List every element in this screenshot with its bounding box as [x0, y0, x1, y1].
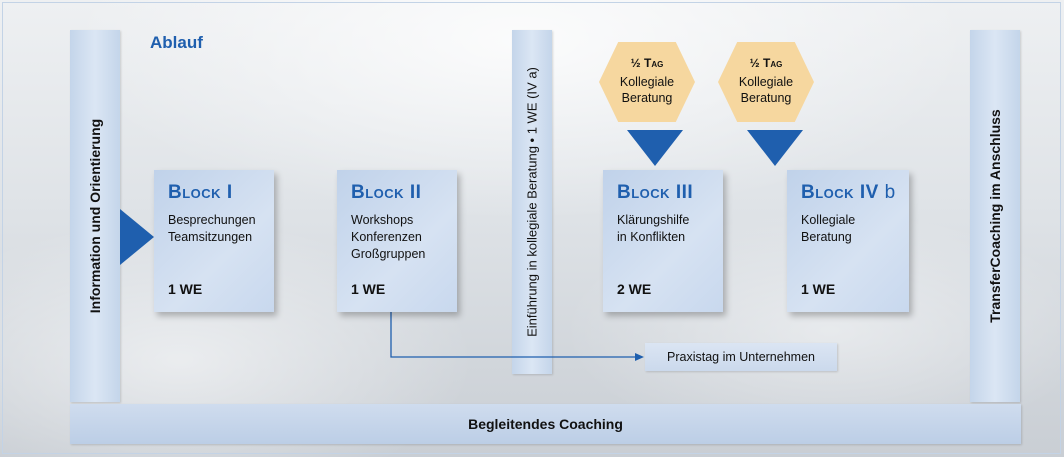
block-1: Block I Besprechungen Teamsitzungen 1 WE: [154, 170, 274, 312]
middle-column-introduction: Einführung in kollegiale Beratung • 1 WE…: [512, 30, 552, 374]
block-units: 1 WE: [351, 281, 386, 297]
praxis-box: Praxistag im Unternehmen: [645, 343, 837, 371]
hexagon-text: Kollegiale Beratung: [718, 74, 814, 106]
block-topic: Großgruppen: [351, 247, 426, 261]
block-units: 1 WE: [168, 281, 203, 297]
left-column-info: Information und Orientierung: [70, 30, 120, 402]
block-4: Block IV b Kollegiale Beratung 1 WE: [787, 170, 909, 312]
block-topics: Kollegiale Beratung: [801, 212, 855, 246]
arrow-down-icon: [747, 130, 803, 166]
block-2: Block II Workshops Konferenzen Großgrupp…: [337, 170, 457, 312]
block-topic: Kollegiale: [801, 213, 856, 227]
right-column-transfer: TransferCoaching im Anschluss: [970, 30, 1020, 402]
block-3: Block III Klärungshilfe in Konflikten 2 …: [603, 170, 723, 312]
block-topics: Workshops Konferenzen Großgruppen: [351, 212, 425, 263]
hexagon-heading: ½ Tag: [749, 56, 783, 70]
block-topic: Besprechungen: [168, 213, 256, 227]
block-topic: Workshops: [351, 213, 414, 227]
arrow-right-icon: [120, 209, 154, 265]
hexagon-text: Kollegiale Beratung: [599, 74, 695, 106]
hexagon-line: Kollegiale: [738, 75, 794, 89]
block-topics: Besprechungen Teamsitzungen: [168, 212, 256, 246]
block-topic: Beratung: [801, 230, 852, 244]
block-title: Block III: [617, 182, 694, 203]
bottom-bar-coaching: Begleitendes Coaching: [70, 404, 1021, 444]
block-topic: in Konflikten: [617, 230, 686, 244]
arrow-down-icon: [627, 130, 683, 166]
block-topic: Klärungshilfe: [617, 213, 690, 227]
hexagon-line: Kollegiale: [619, 75, 675, 89]
block-title: Block II: [351, 182, 422, 203]
block-topic: Teamsitzungen: [168, 230, 253, 244]
block-title: Block IV b: [801, 182, 896, 203]
hexagon-half-day-2: ½ Tag Kollegiale Beratung: [718, 42, 814, 122]
block-units: 2 WE: [617, 281, 652, 297]
block-title: Block I: [168, 182, 233, 203]
bottom-bar-label: Begleitendes Coaching: [468, 416, 623, 432]
hexagon-line: Beratung: [740, 91, 792, 105]
hexagon-line: Beratung: [621, 91, 673, 105]
block-units: 1 WE: [801, 281, 836, 297]
hexagon-half-day-1: ½ Tag Kollegiale Beratung: [599, 42, 695, 122]
block-topic: Konferenzen: [351, 230, 422, 244]
praxis-label: Praxistag im Unternehmen: [667, 350, 815, 364]
diagram-title: Ablauf: [150, 33, 203, 52]
block-topics: Klärungshilfe in Konflikten: [617, 212, 689, 246]
hexagon-heading: ½ Tag: [630, 56, 664, 70]
